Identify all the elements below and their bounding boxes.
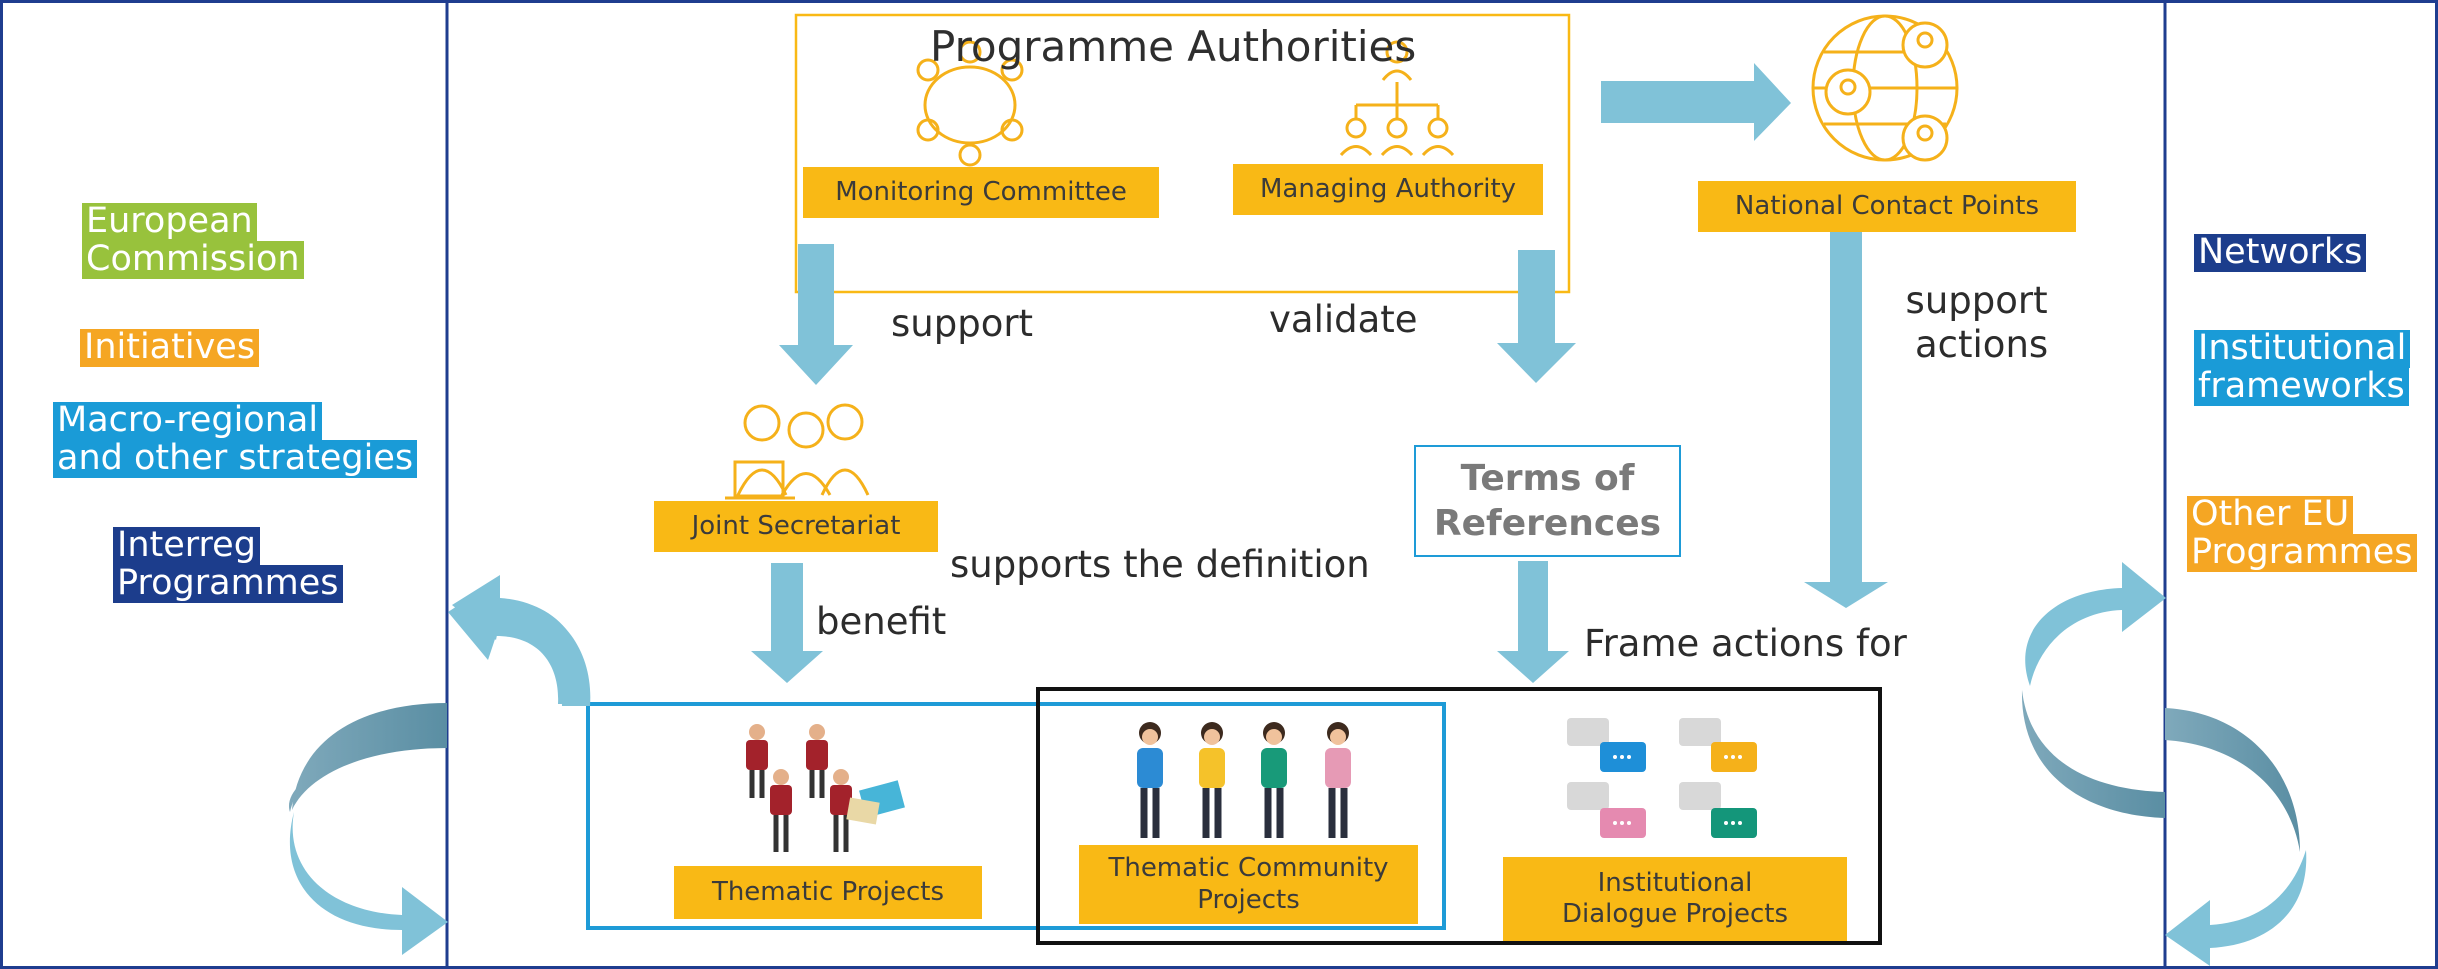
team-laptop-icon [725, 403, 870, 500]
other-eu-programmes-tag: Other EU Programmes [2187, 495, 2417, 572]
arrow-right-ncp [1601, 63, 1791, 141]
interreg-line-1: Interreg [113, 526, 260, 565]
right-cycle-arrow-bottom [2165, 850, 2307, 966]
supports-definition-label: supports the definition [950, 543, 1370, 586]
community-line-1: Thematic Community [1108, 853, 1389, 884]
tor-line-2: References [1433, 503, 1662, 544]
meeting-table-icon [916, 40, 1024, 167]
european-commission-tag: European Commission [82, 202, 304, 279]
left-cycle-arrow-mid-band [292, 703, 447, 810]
interreg-line-2: Programmes [113, 564, 343, 603]
dialogue-line-1: Institutional [1597, 867, 1753, 898]
macro-line-1: Macro-regional [53, 401, 323, 440]
support-actions-line-1: support [1905, 279, 2048, 322]
projects-blue-frame [586, 702, 1446, 930]
benefit-label: benefit [816, 600, 947, 643]
right-cycle-arrow-top [2025, 562, 2166, 686]
globe-people-icon [1811, 14, 1959, 162]
tor-line-1: Terms of [1460, 458, 1635, 499]
arrow-down-benefit [751, 563, 823, 683]
other-line-2: Programmes [2187, 533, 2417, 572]
initiatives-tag: Initiatives [80, 328, 260, 367]
thematic-projects-label: Thematic Projects [674, 866, 982, 919]
left-cycle-arrow-bottom [289, 812, 448, 955]
ec-line-2: Commission [82, 240, 304, 279]
support-actions-label: support actions [1905, 279, 2049, 368]
org-chart-icon [1339, 40, 1455, 157]
arrow-down-support [779, 244, 853, 385]
inst-line-1: Institutional [2194, 329, 2411, 368]
ec-line-1: European [82, 202, 257, 241]
validate-label: validate [1269, 298, 1418, 341]
community-line-2: Projects [1197, 884, 1300, 915]
left-cycle-arrow-top-band [452, 575, 591, 706]
joint-secretariat-label: Joint Secretariat [654, 501, 938, 552]
thematic-community-projects-label: Thematic Community Projects [1079, 845, 1418, 924]
chat-bubbles-icon [1567, 718, 1757, 838]
support-label: support [891, 302, 1034, 345]
arrow-down-ncp [1804, 230, 1888, 608]
institutional-dialogue-projects-label: Institutional Dialogue Projects [1503, 857, 1847, 941]
authorities-frame [794, 13, 1571, 294]
other-line-1: Other EU [2187, 495, 2354, 534]
national-contact-points-label: National Contact Points [1698, 181, 2076, 232]
terms-of-references-box: Terms of References [1414, 445, 1681, 557]
frame-actions-label: Frame actions for [1584, 622, 1907, 665]
people-row-icon [1137, 722, 1351, 838]
workers-group-icon [746, 724, 905, 852]
macro-line-2: and other strategies [53, 439, 418, 478]
networks-tag: Networks [2194, 233, 2367, 272]
interreg-programmes-tag: Interreg Programmes [113, 526, 343, 603]
institutional-frameworks-tag: Institutional frameworks [2194, 329, 2411, 406]
arrow-down-tor [1497, 561, 1569, 683]
dialogue-line-2: Dialogue Projects [1561, 899, 1789, 929]
arrow-down-validate [1497, 250, 1576, 383]
right-cycle-arrow-mid [2021, 690, 2165, 818]
macro-regional-tag: Macro-regional and other strategies [53, 401, 418, 478]
programme-authorities-title: Programme Authorities [930, 22, 1417, 71]
inst-line-2: frameworks [2194, 367, 2409, 406]
monitoring-committee-label: Monitoring Committee [803, 167, 1159, 218]
support-actions-line-2: actions [1915, 323, 2049, 367]
projects-black-frame [1036, 687, 1882, 945]
right-cycle-arrow-mid-2 [2165, 708, 2300, 852]
managing-authority-label: Managing Authority [1233, 164, 1543, 215]
